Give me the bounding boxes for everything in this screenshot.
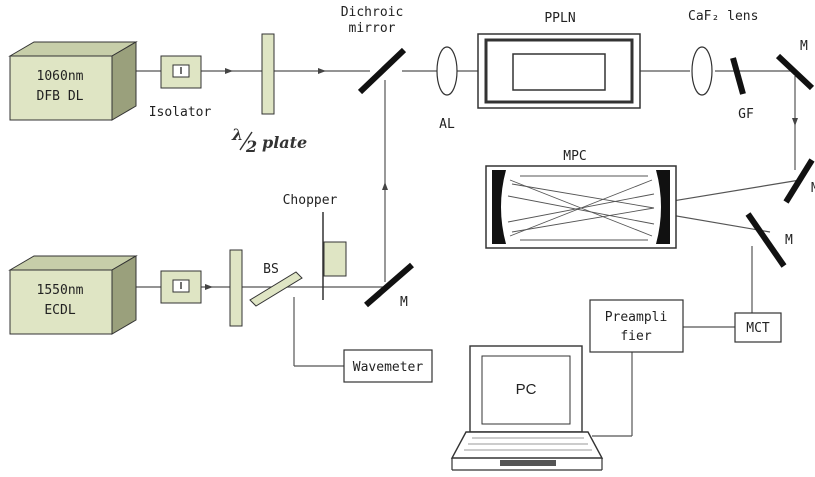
- mirror-mct: [745, 212, 787, 268]
- ppln-label: PPLN: [544, 11, 575, 26]
- isolator-label: Isolator: [149, 105, 212, 120]
- ppln-crystal: [477, 33, 641, 109]
- mirror-top-right: [775, 53, 815, 91]
- caf2-lens: [691, 46, 713, 96]
- multipass-cell: [485, 165, 677, 249]
- germanium-filter: [730, 57, 746, 95]
- dichroic-mirror: [357, 47, 407, 95]
- svg-text:plate: plate: [262, 133, 307, 152]
- half-fraction: 2: [245, 137, 257, 156]
- mirror-label-right: M: [811, 181, 815, 196]
- laser-1550-box: 1550nm ECDL: [8, 255, 138, 335]
- laser-1060-box: 1060nm DFB DL: [8, 41, 138, 121]
- al-label: AL: [439, 117, 455, 132]
- wavemeter-box: [343, 349, 433, 383]
- preamplifier-label-line2: fier: [620, 329, 651, 344]
- arrow-icon: [382, 182, 388, 190]
- beam-arrows: [205, 68, 798, 290]
- laser-1060-type: DFB DL: [37, 89, 84, 104]
- mct-label: MCT: [746, 321, 770, 336]
- aspheric-lens: [436, 46, 458, 96]
- lambda-symbol: λ: [231, 125, 243, 144]
- preamplifier-label-line1: Preampli: [605, 310, 668, 325]
- wavemeter-label: Wavemeter: [353, 360, 424, 375]
- laser-1550-type: ECDL: [44, 303, 75, 318]
- arrow-icon: [318, 68, 326, 74]
- half-wave-plate-1: [261, 33, 275, 115]
- mirror-label-top: M: [800, 39, 808, 54]
- mirror-lower: [364, 262, 414, 308]
- mct-detector-box: [734, 312, 782, 343]
- half-wave-plate-2: [229, 249, 243, 327]
- arrow-icon: [225, 68, 233, 74]
- preamplifier-box: [589, 299, 684, 353]
- mirror-label-lower: M: [400, 295, 408, 310]
- half-wave-plate-label: λ 2 plate: [231, 125, 307, 156]
- bs-label: BS: [263, 262, 279, 277]
- gf-label: GF: [738, 107, 754, 122]
- mpc-label: MPC: [563, 149, 586, 164]
- arrow-icon: [205, 284, 213, 290]
- caf2-lens-label: CaF₂ lens: [688, 9, 758, 24]
- isolator-1: [160, 55, 202, 89]
- signal-cables: [592, 326, 735, 437]
- chopper-label: Chopper: [283, 193, 338, 208]
- laser-1550-wavelength: 1550nm: [37, 283, 84, 298]
- optical-chopper: [322, 212, 347, 300]
- dichroic-label-line1: Dichroic: [341, 5, 404, 20]
- pc-laptop: [450, 345, 604, 471]
- arrow-icon: [792, 118, 798, 126]
- mirror-right: [783, 158, 815, 204]
- beam-splitter: [249, 271, 303, 307]
- mirror-label-mct: M: [785, 233, 793, 248]
- pc-label: PC: [516, 381, 537, 398]
- isolator-2: [160, 270, 202, 304]
- dichroic-label-line2: mirror: [349, 21, 396, 36]
- laser-1060-wavelength: 1060nm: [37, 69, 84, 84]
